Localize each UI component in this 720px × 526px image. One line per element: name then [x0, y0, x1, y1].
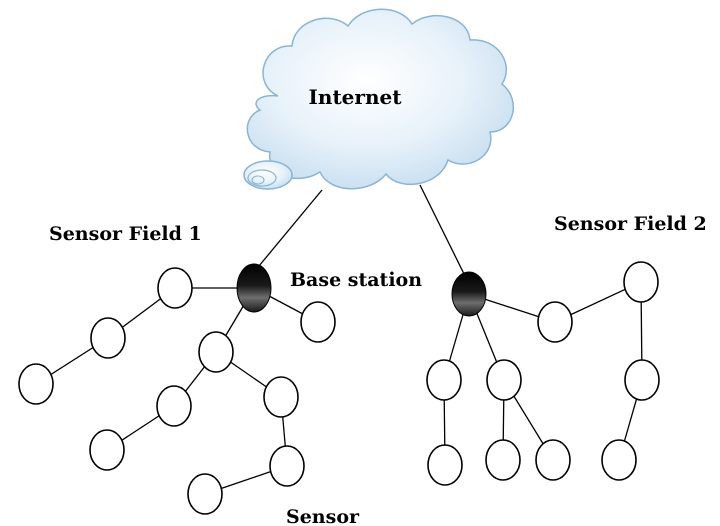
sensor-node [623, 261, 659, 303]
link-internet-bs1 [253, 189, 323, 273]
sensor-node [198, 331, 234, 373]
sensor-node [90, 317, 126, 359]
internet-label: Internet [309, 85, 403, 109]
sensor-node [269, 445, 305, 487]
diagram-labels: Internet Sensor Field 1 Sensor Field 2 B… [49, 85, 707, 526]
sensor-node [263, 376, 299, 418]
sensor-node [156, 385, 192, 427]
sensor-node [426, 359, 462, 401]
sensor-node [300, 301, 336, 343]
sensor-node [18, 363, 54, 405]
sensor-node [486, 359, 522, 401]
base-station-label: Base station [290, 269, 422, 291]
sensor-label: Sensor [286, 506, 360, 526]
internet-cloud [243, 8, 515, 190]
sensor-nodes [18, 261, 660, 515]
sensor-node [485, 439, 521, 481]
sensor-node [187, 473, 223, 515]
sensor-field-1-label: Sensor Field 1 [49, 223, 202, 245]
sensor-node [427, 444, 463, 486]
sensor-node [535, 439, 571, 481]
sensor-node [601, 439, 637, 481]
sensor-node [537, 301, 573, 343]
base-station-node [451, 271, 487, 317]
link-internet-bs2 [419, 184, 470, 285]
base-station-node [236, 263, 272, 313]
sensor-node [89, 429, 125, 471]
base-stations [236, 263, 487, 317]
sensor-node [157, 267, 193, 309]
sensor-field-2-label: Sensor Field 2 [554, 213, 707, 235]
sensor-node [624, 359, 660, 401]
